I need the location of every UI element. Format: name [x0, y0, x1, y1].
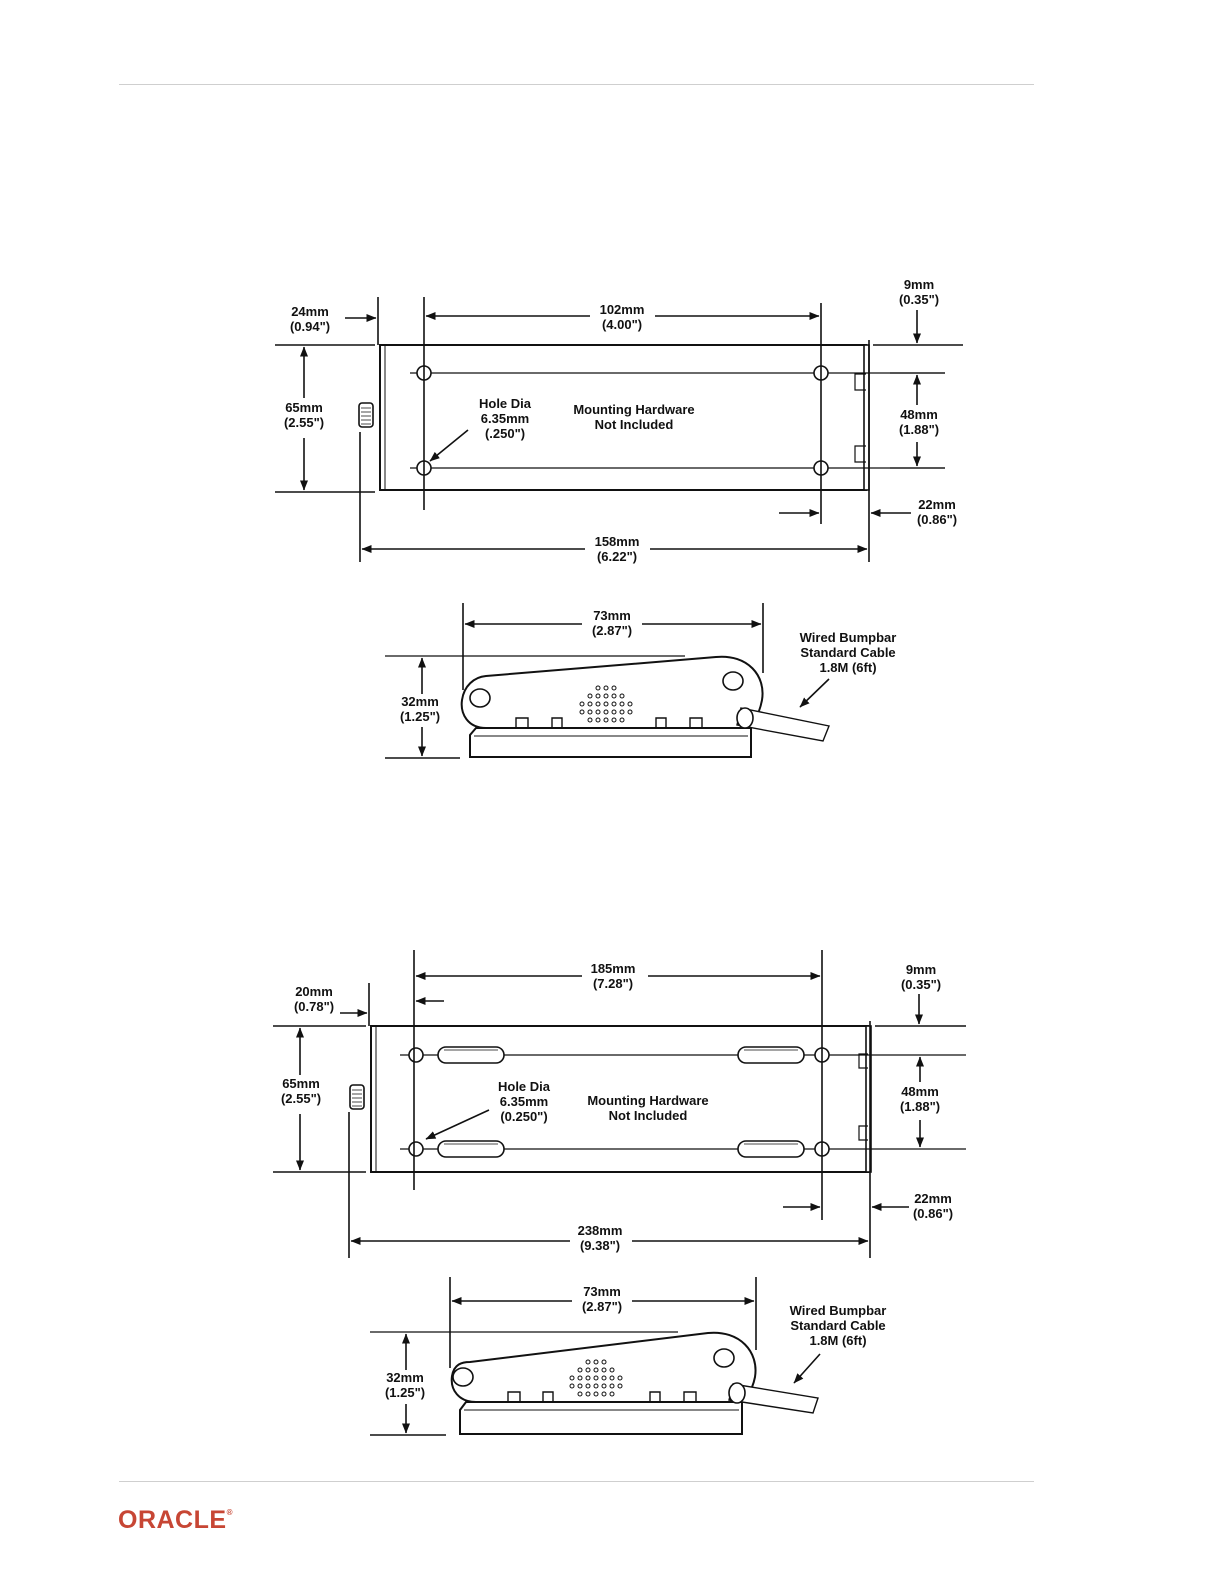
dim-9-label: 9mm(0.35"): [901, 962, 941, 992]
dim-48-label: 48mm(1.88"): [900, 1084, 940, 1114]
dim-22-label: 22mm(0.86"): [913, 1191, 953, 1221]
diagram-2-top-labels: 20mm(0.78") 185mm(7.28") 9mm(0.35") 65mm…: [281, 961, 953, 1253]
dim-158-label: 158mm(6.22"): [595, 534, 640, 564]
end-hole: [722, 671, 744, 691]
side-knob: [349, 1084, 365, 1110]
mounting-slot: [437, 1140, 505, 1158]
diagram-1-side-view: [385, 603, 830, 759]
diagram-2-top-view: [273, 950, 966, 1258]
hole-leader-arrow: [425, 1109, 490, 1140]
bumpbar-base: [469, 727, 752, 758]
dim-20-label: 20mm(0.78"): [294, 984, 334, 1014]
dim-48-label: 48mm(1.88"): [899, 407, 939, 437]
cable-leader-arrow: [799, 678, 830, 708]
mounting-slot: [437, 1046, 505, 1064]
end-hole: [452, 1367, 474, 1387]
diagram-2-side-view: [370, 1277, 821, 1436]
dim-73-label: 73mm(2.87"): [592, 608, 632, 638]
bumpbar-profile: [460, 655, 764, 729]
dim-32-label: 32mm(1.25"): [385, 1370, 425, 1400]
footer-rule: [119, 1481, 1034, 1482]
cable-leader-arrow: [793, 1353, 821, 1384]
bumpbar-base: [459, 1401, 743, 1435]
dim-32-label: 32mm(1.25"): [400, 694, 440, 724]
diagram-1-top-labels: 24mm(0.94") 102mm(4.00") 9mm(0.35") 65mm…: [284, 277, 957, 564]
mounting-slot: [737, 1140, 805, 1158]
dim-238-label: 238mm(9.38"): [578, 1223, 623, 1253]
registered-mark: ®: [226, 1508, 233, 1517]
mounting-hole: [408, 1047, 424, 1063]
dim-73-label: 73mm(2.87"): [582, 1284, 622, 1314]
header-rule: [119, 84, 1034, 85]
hole-leader-arrow: [429, 429, 469, 462]
dim-102-label: 102mm(4.00"): [600, 302, 645, 332]
diagram-1-top-view: [275, 297, 963, 562]
side-knob: [358, 402, 374, 428]
end-hole: [469, 688, 491, 708]
dim-24-label: 24mm(0.94"): [290, 304, 330, 334]
oracle-logo: ORACLE®: [118, 1506, 233, 1535]
mounting-slot: [737, 1046, 805, 1064]
end-cap: [865, 1025, 872, 1173]
mounting-hole: [408, 1141, 424, 1157]
logo-text: ORACLE: [118, 1506, 227, 1534]
dim-185-label: 185mm(7.28"): [591, 961, 636, 991]
end-hole: [713, 1348, 735, 1368]
speaker-grille: [569, 1359, 623, 1397]
dim-22-label: 22mm(0.86"): [917, 497, 957, 527]
dim-65-label: 65mm(2.55"): [284, 400, 324, 430]
dim-9-label: 9mm(0.35"): [899, 277, 939, 307]
dim-65-label: 65mm(2.55"): [281, 1076, 321, 1106]
speaker-grille: [579, 685, 633, 723]
